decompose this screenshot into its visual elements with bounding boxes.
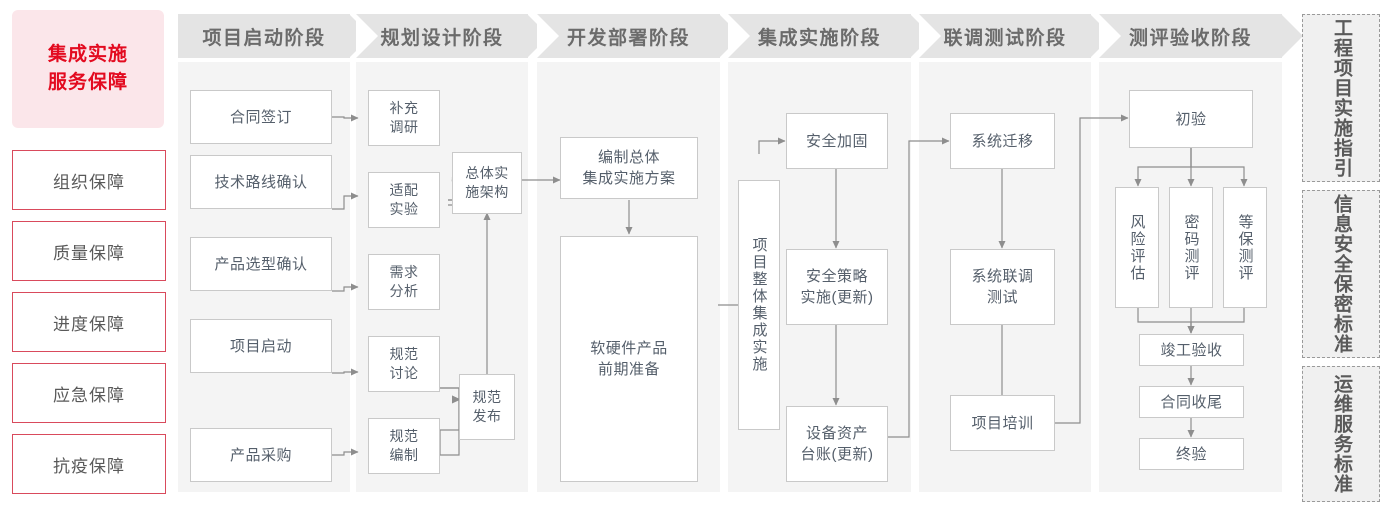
node-label: 项目培训	[971, 414, 1034, 432]
node-adaptation-experiment[interactable]: 适配实验	[368, 172, 440, 228]
node-label: 系统迁移	[971, 132, 1034, 150]
node-preliminary-acceptance[interactable]: 初验	[1129, 90, 1253, 148]
standard-infosec-confidentiality[interactable]: 信息安全保密标准	[1302, 190, 1380, 358]
phase-header-label: 规划设计阶段	[380, 27, 504, 49]
node-label: 产品采购	[229, 446, 292, 464]
node-crypto-evaluation[interactable]: 密码测评	[1169, 187, 1213, 308]
node-label: 终验	[1175, 445, 1207, 463]
guarantee-item-emergency[interactable]: 应急保障	[12, 363, 166, 423]
node-label: 技术路线确认	[214, 173, 308, 191]
node-label: 编制总体集成实施方案	[582, 149, 676, 187]
node-system-joint-debug-test[interactable]: 系统联调测试	[950, 249, 1055, 325]
guarantee-item-label: 抗疫保障	[53, 456, 125, 476]
node-label: 合同收尾	[1160, 393, 1223, 411]
node-security-hardening[interactable]: 安全加固	[786, 113, 888, 169]
node-contract-closure[interactable]: 合同收尾	[1139, 386, 1244, 418]
node-label: 安全加固	[805, 132, 868, 150]
node-final-acceptance[interactable]: 终验	[1139, 438, 1244, 470]
guarantee-header: 集成实施服务保障	[12, 10, 164, 128]
guarantee-item-label: 应急保障	[53, 385, 125, 405]
phase-header-testing[interactable]: 联调测试阶段	[919, 14, 1112, 58]
chevron-notch-icon	[919, 14, 941, 58]
guarantee-item-label: 进度保障	[53, 314, 125, 334]
node-label: 适配实验	[389, 182, 419, 217]
node-label: 项目整体集成实施	[750, 237, 768, 373]
standard-om-service[interactable]: 运维服务标准	[1302, 366, 1380, 502]
node-label: 产品选型确认	[214, 255, 308, 273]
node-risk-assessment[interactable]: 风险评估	[1115, 187, 1159, 308]
node-label: 规范讨论	[389, 346, 419, 381]
node-spec-release[interactable]: 规范发布	[459, 374, 515, 440]
node-label: 规范编制	[389, 428, 419, 463]
standard-label: 信息安全保密标准	[1331, 194, 1352, 354]
chevron-notch-icon	[537, 14, 559, 58]
node-label: 总体实施架构	[465, 165, 509, 200]
node-label: 软硬件产品前期准备	[590, 340, 668, 378]
guarantee-column: 集成实施服务保障 组织保障 质量保障 进度保障 应急保障 抗疫保障	[12, 10, 166, 502]
node-overall-implementation-architecture[interactable]: 总体实施架构	[452, 152, 522, 214]
standard-label: 工程项目实施指引	[1331, 18, 1352, 178]
node-requirement-analysis[interactable]: 需求分析	[368, 254, 440, 310]
guarantee-item-label: 质量保障	[53, 243, 125, 263]
node-label: 初验	[1175, 110, 1207, 128]
guarantee-item-label: 组织保障	[53, 172, 125, 192]
chevron-notch-icon	[728, 14, 750, 58]
standard-engineering-guide[interactable]: 工程项目实施指引	[1302, 14, 1380, 182]
node-project-training[interactable]: 项目培训	[950, 395, 1055, 451]
phase-header-label: 开发部署阶段	[566, 27, 690, 49]
node-contract-signing[interactable]: 合同签订	[190, 90, 332, 144]
phase-header-label: 联调测试阶段	[943, 27, 1067, 49]
phase-header-label: 测评验收阶段	[1128, 27, 1252, 49]
node-label: 密码测评	[1182, 213, 1200, 282]
phase-header-initiation[interactable]: 项目启动阶段	[178, 14, 371, 58]
node-label: 规范发布	[472, 389, 502, 424]
phase-header-label: 集成实施阶段	[757, 27, 881, 49]
node-mlps-evaluation[interactable]: 等保测评	[1223, 187, 1267, 308]
node-label: 合同签订	[229, 108, 292, 126]
node-security-policy-update[interactable]: 安全策略实施(更新)	[786, 249, 888, 325]
guarantee-header-label: 集成实施服务保障	[47, 44, 128, 93]
node-product-selection-confirm[interactable]: 产品选型确认	[190, 237, 332, 291]
node-label: 竣工验收	[1160, 341, 1223, 359]
guarantee-item-organization[interactable]: 组织保障	[12, 150, 166, 210]
node-product-procurement[interactable]: 产品采购	[190, 428, 332, 482]
chevron-notch-icon	[1099, 14, 1121, 58]
node-label: 需求分析	[389, 264, 419, 299]
chevron-notch-icon	[356, 14, 378, 58]
node-label: 补充调研	[389, 100, 419, 135]
node-overall-project-integration[interactable]: 项目整体集成实施	[738, 180, 780, 430]
node-label: 等保测评	[1236, 213, 1254, 282]
guarantee-item-quality[interactable]: 质量保障	[12, 221, 166, 281]
node-label: 设备资产台账(更新)	[800, 425, 874, 463]
node-spec-discussion[interactable]: 规范讨论	[368, 336, 440, 392]
node-label: 风险评估	[1128, 213, 1146, 282]
node-spec-drafting[interactable]: 规范编制	[368, 418, 440, 474]
node-label: 系统联调测试	[971, 268, 1034, 306]
node-hw-sw-preparation[interactable]: 软硬件产品前期准备	[560, 236, 698, 482]
phase-header-acceptance[interactable]: 测评验收阶段	[1099, 14, 1303, 58]
node-draft-overall-integration-plan[interactable]: 编制总体集成实施方案	[560, 137, 698, 199]
standard-label: 运维服务标准	[1331, 374, 1352, 494]
node-label: 安全策略实施(更新)	[800, 268, 874, 306]
guarantee-item-schedule[interactable]: 进度保障	[12, 292, 166, 352]
phase-header-integration[interactable]: 集成实施阶段	[728, 14, 932, 58]
node-asset-ledger-update[interactable]: 设备资产台账(更新)	[786, 406, 888, 482]
guarantee-item-epidemic[interactable]: 抗疫保障	[12, 434, 166, 494]
node-supplementary-research[interactable]: 补充调研	[368, 90, 440, 146]
node-project-kickoff[interactable]: 项目启动	[190, 319, 332, 373]
node-final-completion-acceptance[interactable]: 竣工验收	[1139, 334, 1244, 366]
phase-header-label: 项目启动阶段	[202, 27, 326, 49]
chevron-right-icon	[1281, 14, 1303, 58]
node-label: 项目启动	[229, 337, 292, 355]
phase-header-development[interactable]: 开发部署阶段	[537, 14, 741, 58]
phase-header-planning[interactable]: 规划设计阶段	[356, 14, 549, 58]
node-system-migration[interactable]: 系统迁移	[950, 113, 1055, 169]
node-tech-route-confirm[interactable]: 技术路线确认	[190, 155, 332, 209]
